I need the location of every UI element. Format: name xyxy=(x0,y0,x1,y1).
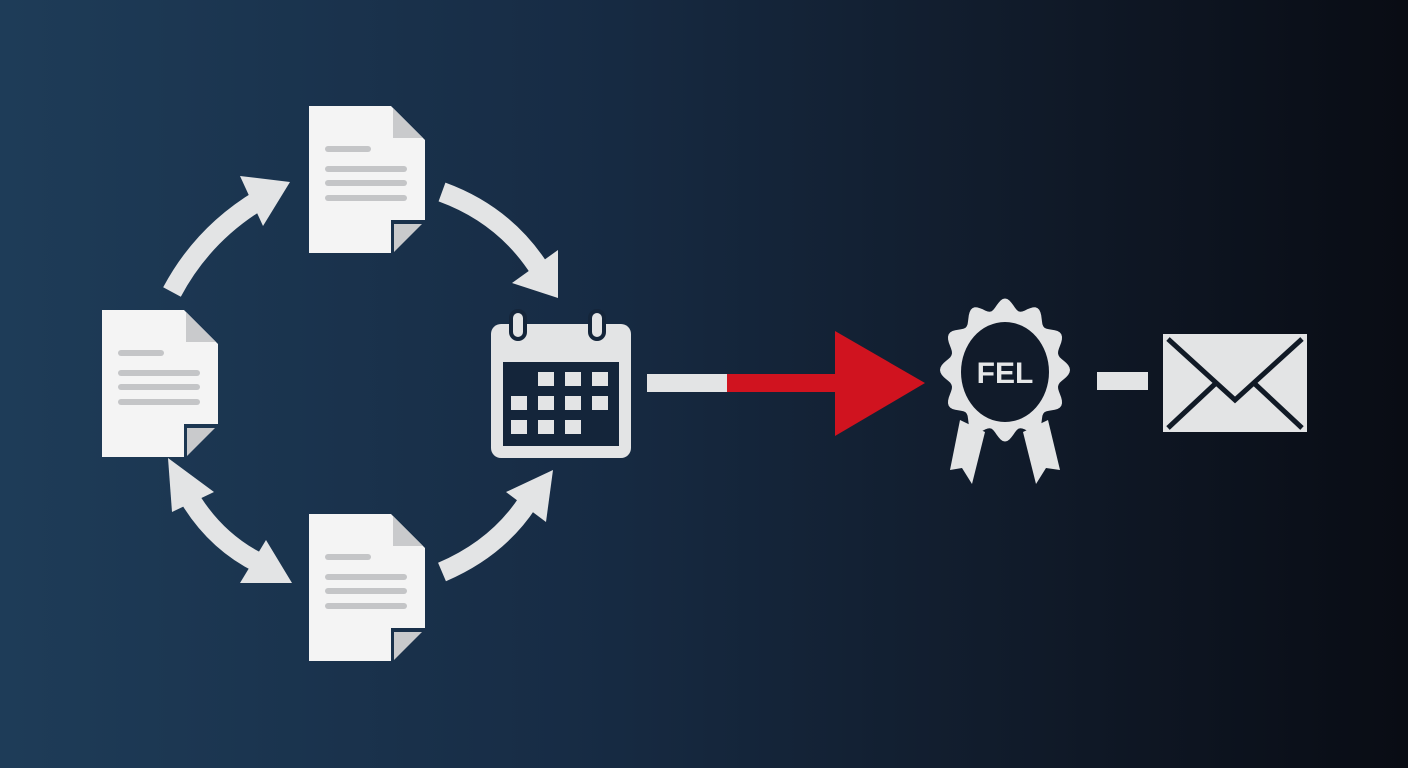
document-icon-left xyxy=(102,310,218,457)
document-icon-top xyxy=(309,106,425,253)
arrow-top-to-calendar xyxy=(438,182,549,276)
envelope-icon xyxy=(1163,334,1307,432)
arrowhead-bottom-to-calendar xyxy=(506,470,553,522)
arrow-calendar-to-certificate xyxy=(647,331,925,436)
certificate-label: FEL xyxy=(977,357,1034,390)
arrowhead-left-double-down xyxy=(240,540,292,583)
arrowhead-left-double-up xyxy=(168,458,214,512)
arrowhead-left-to-top xyxy=(240,176,290,226)
document-icon-bottom xyxy=(309,514,425,661)
arrowhead-top-to-calendar xyxy=(512,250,558,298)
certificate-badge-icon: FEL xyxy=(940,298,1070,484)
arrow-left-to-top xyxy=(163,186,273,297)
calendar-icon xyxy=(491,309,631,458)
connector-certificate-to-email xyxy=(1097,372,1148,390)
